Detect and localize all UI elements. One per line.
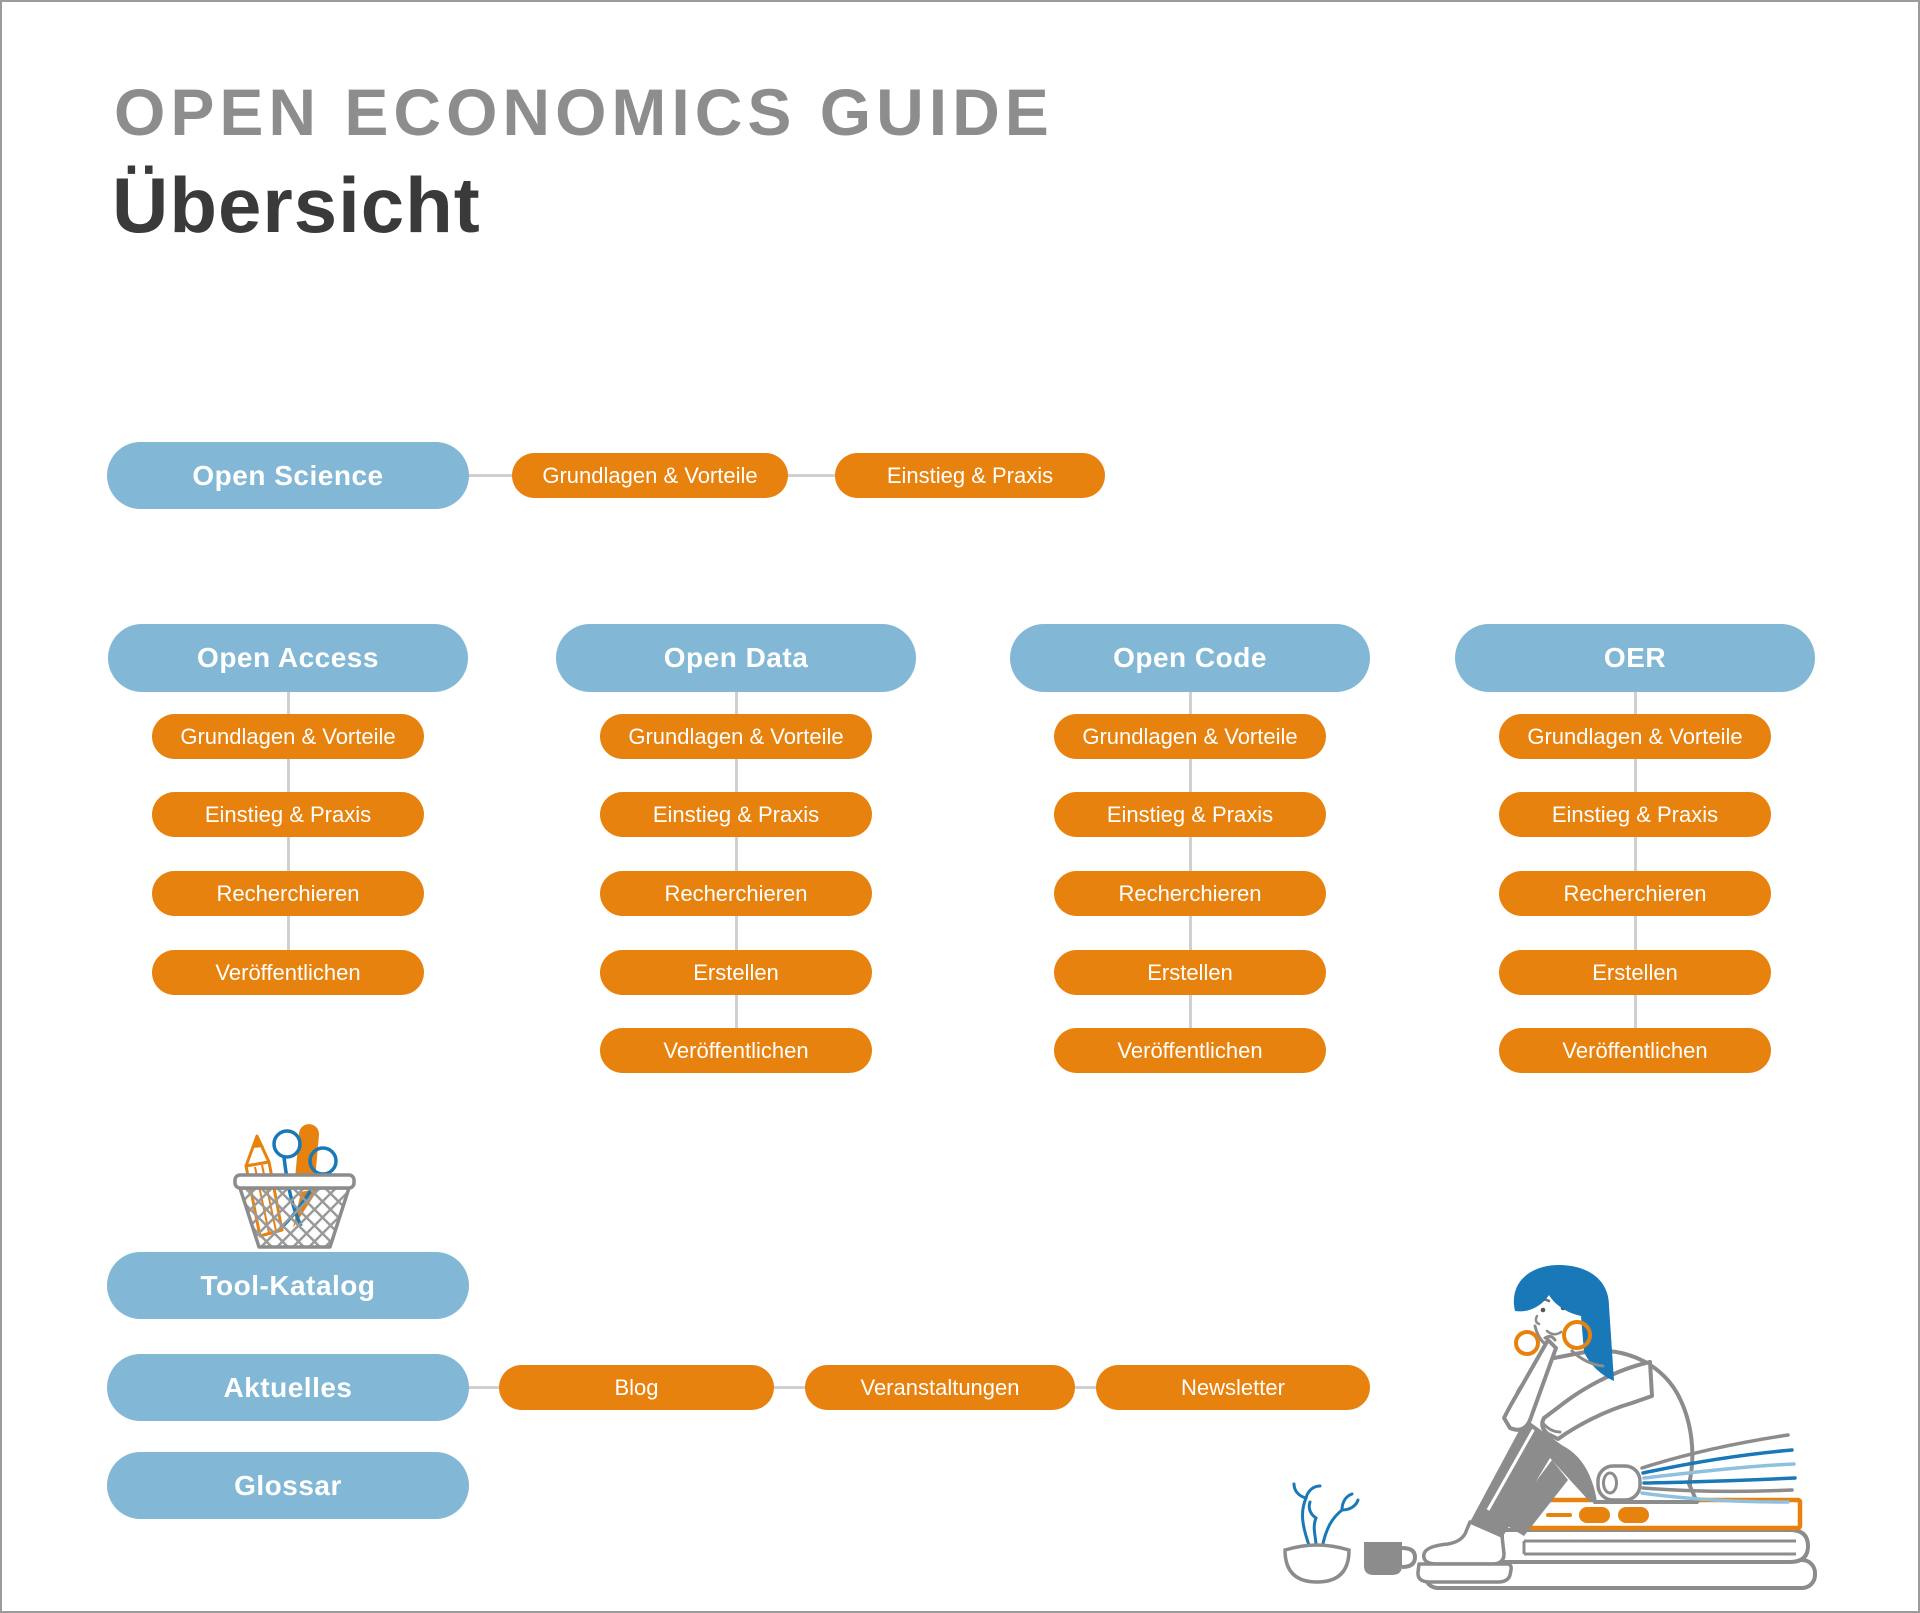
nav-tool-katalog[interactable]: Tool-Katalog [107, 1252, 469, 1319]
nav-open-data[interactable]: Open Data [556, 624, 916, 692]
connector-line [442, 1386, 1122, 1389]
nav-open-code-item[interactable]: Grundlagen & Vorteile [1054, 714, 1326, 759]
nav-aktuelles[interactable]: Aktuelles [107, 1354, 469, 1421]
nav-open-access-item[interactable]: Recherchieren [152, 871, 424, 916]
nav-open-access-item[interactable]: Einstieg & Praxis [152, 792, 424, 837]
nav-open-code-item[interactable]: Einstieg & Praxis [1054, 792, 1326, 837]
nav-open-code[interactable]: Open Code [1010, 624, 1370, 692]
nav-open-access-item[interactable]: Veröffentlichen [152, 950, 424, 995]
stationery-basket-icon [233, 1124, 356, 1249]
nav-oer-item[interactable]: Grundlagen & Vorteile [1499, 714, 1771, 759]
nav-open-code-item[interactable]: Erstellen [1054, 950, 1326, 995]
nav-glossar[interactable]: Glossar [107, 1452, 469, 1519]
person-reading-on-books-illustration [1283, 1264, 1817, 1590]
connector-line [1634, 692, 1637, 1032]
site-title: OPEN ECONOMICS GUIDE [114, 75, 1054, 149]
nav-open-data-item[interactable]: Einstieg & Praxis [600, 792, 872, 837]
nav-oer-item[interactable]: Erstellen [1499, 950, 1771, 995]
nav-open-data-item[interactable]: Recherchieren [600, 871, 872, 916]
nav-oer[interactable]: OER [1455, 624, 1815, 692]
nav-newsletter[interactable]: Newsletter [1096, 1365, 1370, 1410]
connector-line [735, 692, 738, 1032]
nav-open-access-item[interactable]: Grundlagen & Vorteile [152, 714, 424, 759]
nav-open-code-item[interactable]: Recherchieren [1054, 871, 1326, 916]
connector-line [1189, 692, 1192, 1032]
nav-oer-item[interactable]: Veröffentlichen [1499, 1028, 1771, 1073]
nav-open-data-item[interactable]: Grundlagen & Vorteile [600, 714, 872, 759]
nav-veranstaltungen[interactable]: Veranstaltungen [805, 1365, 1075, 1410]
nav-open-access[interactable]: Open Access [108, 624, 468, 692]
nav-open-code-item[interactable]: Veröffentlichen [1054, 1028, 1326, 1073]
nav-open-data-item[interactable]: Erstellen [600, 950, 872, 995]
nav-oer-item[interactable]: Recherchieren [1499, 871, 1771, 916]
nav-blog[interactable]: Blog [499, 1365, 774, 1410]
nav-open-science[interactable]: Open Science [107, 442, 469, 509]
nav-open-data-item[interactable]: Veröffentlichen [600, 1028, 872, 1073]
page-title: Übersicht [112, 161, 481, 249]
nav-oer-item[interactable]: Einstieg & Praxis [1499, 792, 1771, 837]
nav-open-science-grundlagen[interactable]: Grundlagen & Vorteile [512, 453, 788, 498]
nav-open-science-einstieg[interactable]: Einstieg & Praxis [835, 453, 1105, 498]
